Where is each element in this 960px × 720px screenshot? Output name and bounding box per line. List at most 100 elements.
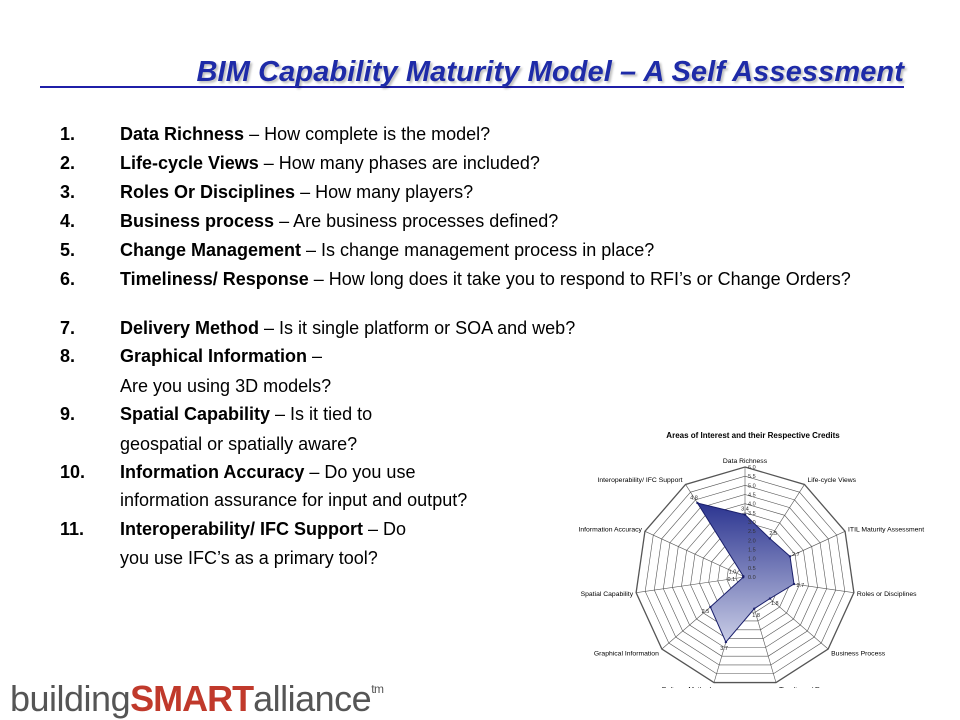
list-item-question: – Do you use	[304, 462, 416, 482]
radar-tick-label: 5.5	[748, 474, 756, 480]
radar-spoke	[636, 576, 746, 593]
radar-value-label: 3.7	[720, 646, 728, 652]
radar-ticks: 0.00.51.01.52.02.53.03.54.04.55.05.56.0	[748, 465, 756, 581]
radar-ring	[663, 494, 827, 657]
list-item-question: – Is it tied to	[270, 404, 373, 424]
list-item-question: – How many phases are included?	[258, 153, 540, 173]
radar-ring	[672, 503, 818, 648]
list-item-number: 2.	[60, 153, 76, 173]
radar-axis-label: Spatial Capability	[581, 591, 634, 598]
radar-ring	[690, 521, 800, 631]
logo-part-alliance: alliance	[253, 678, 372, 719]
list-item-number: 8.	[60, 346, 76, 366]
list-item-text: Timeliness/ Response – How long does it …	[120, 269, 900, 290]
radar-point	[768, 537, 771, 540]
list-item-number: 4.	[60, 211, 76, 231]
list-item-number: 7.	[60, 318, 76, 338]
radar-ring	[644, 475, 846, 675]
logo-trademark: tm	[371, 682, 384, 696]
list-item-number: 1.	[60, 124, 76, 144]
list-item-heading: Delivery Method	[120, 318, 260, 338]
radar-tick-label: 6.0	[748, 465, 756, 471]
list-item-text: Spatial Capability – Is it tied to	[120, 404, 900, 425]
radar-value-label: 1.0	[729, 569, 737, 575]
radar-axis-label: Information Accuracy	[578, 526, 642, 533]
list-item-number: 3.	[60, 182, 76, 202]
buildingsmart-alliance-logo: buildingSMARTalliancetm	[10, 678, 384, 720]
radar-tick-label: 4.5	[748, 493, 756, 499]
radar-series-polygon	[696, 502, 795, 644]
radar-axis-label: Life-cycle Views	[807, 477, 856, 484]
radar-axis-label: ITIL Maturity Assessment	[848, 526, 924, 533]
radar-ring	[653, 485, 837, 666]
radar-value-label: 2.5	[769, 531, 777, 537]
list-item-text: Life-cycle Views – How many phases are i…	[120, 153, 900, 174]
list-item-number: 11.	[60, 519, 85, 539]
list-item-heading: Interoperability/ IFC Support	[120, 519, 364, 539]
radar-axis-label: Timeliness/ Response	[779, 687, 846, 688]
list-item-heading: Graphical Information	[120, 346, 308, 366]
radar-tick-label: 5.0	[748, 483, 756, 489]
radar-axis-label: Graphical Information	[594, 650, 659, 657]
list-item-heading: Data Richness	[120, 124, 245, 144]
list-item-number: 9.	[60, 404, 76, 424]
list-item-text: Data Richness – How complete is the mode…	[120, 124, 900, 145]
slide-title: BIM Capability Maturity Model – A Self A…	[196, 56, 904, 88]
radar-tick-label: 1.0	[748, 557, 756, 563]
radar-value-label: 1.8	[752, 613, 760, 619]
radar-tick-label: 4.0	[748, 502, 756, 508]
radar-point	[709, 605, 712, 609]
list-item-question: – Is it single platform or SOA and web?	[259, 318, 576, 338]
radar-tick-label: 1.5	[748, 548, 756, 554]
radar-ring	[681, 512, 809, 639]
radar-spoke	[644, 531, 746, 578]
radar-value-label: 0.1	[728, 577, 736, 583]
chart-title: Areas of Interest and their Respective C…	[666, 431, 840, 440]
radar-point	[743, 513, 747, 516]
list-item-heading: Information Accuracy	[120, 462, 305, 482]
list-item-text: Roles Or Disciplines – How many players?	[120, 182, 900, 203]
radar-chart: Areas of Interest and their Respective C…	[578, 431, 924, 688]
radar-point	[696, 501, 699, 505]
radar-value-label: 4.8	[690, 496, 698, 502]
list-item-text: Change Management – Is change management…	[120, 240, 900, 261]
radar-tick-label: 3.5	[748, 511, 756, 517]
list-item-heading: Life-cycle Views	[120, 153, 259, 173]
list-item-heading: Business process	[120, 211, 275, 231]
radar-point	[788, 555, 792, 558]
title-underline	[40, 86, 904, 88]
title-area: BIM Capability Maturity Model – A Self A…	[40, 54, 904, 94]
list-item-number: 10.	[60, 462, 86, 482]
list-item-question: – Is change management process in place?	[301, 240, 655, 260]
list-item-number: 5.	[60, 240, 76, 260]
list-item-text: Delivery Method – Is it single platform …	[120, 318, 900, 339]
list-item-question: – Are business processes defined?	[274, 211, 559, 231]
radar-tick-label: 0.0	[748, 575, 756, 581]
radar-point	[753, 607, 756, 610]
list-item-text: Business process – Are business processe…	[120, 211, 900, 232]
list-item-heading: Timeliness/ Response	[120, 269, 309, 289]
radar-axis-label: Business Process	[831, 650, 886, 657]
radar-tick-label: 0.5	[748, 566, 756, 572]
radar-ring	[635, 466, 855, 684]
list-item-question: –	[307, 346, 323, 366]
radar-axis-label: Roles or Disciplines	[857, 591, 917, 598]
radar-value-label: 1.8	[771, 601, 779, 607]
logo-part-building: building	[10, 678, 131, 719]
radar-point	[742, 575, 745, 578]
radar-tick-label: 3.0	[748, 520, 756, 526]
list-item-question: – How many players?	[295, 182, 474, 202]
list-item-question: – Do	[363, 519, 407, 539]
radar-point	[724, 640, 728, 644]
radar-axis-label: Delivery Method	[662, 687, 711, 688]
list-item-continuation: geospatial or spatially aware?	[120, 434, 358, 454]
radar-value-label: 3.4	[741, 506, 749, 512]
radar-axis-label: Interoperability/ IFC Support	[598, 477, 683, 484]
list-item-continuation: information assurance for input and outp…	[120, 490, 468, 510]
list-item-question: – How long does it take you to respond t…	[308, 269, 851, 289]
logo-part-smart: SMART	[130, 678, 254, 719]
list-item-continuation: you use IFC’s as a primary tool?	[120, 548, 378, 568]
radar-tick-label: 2.5	[748, 529, 756, 535]
list-item-number: 6.	[60, 269, 76, 289]
